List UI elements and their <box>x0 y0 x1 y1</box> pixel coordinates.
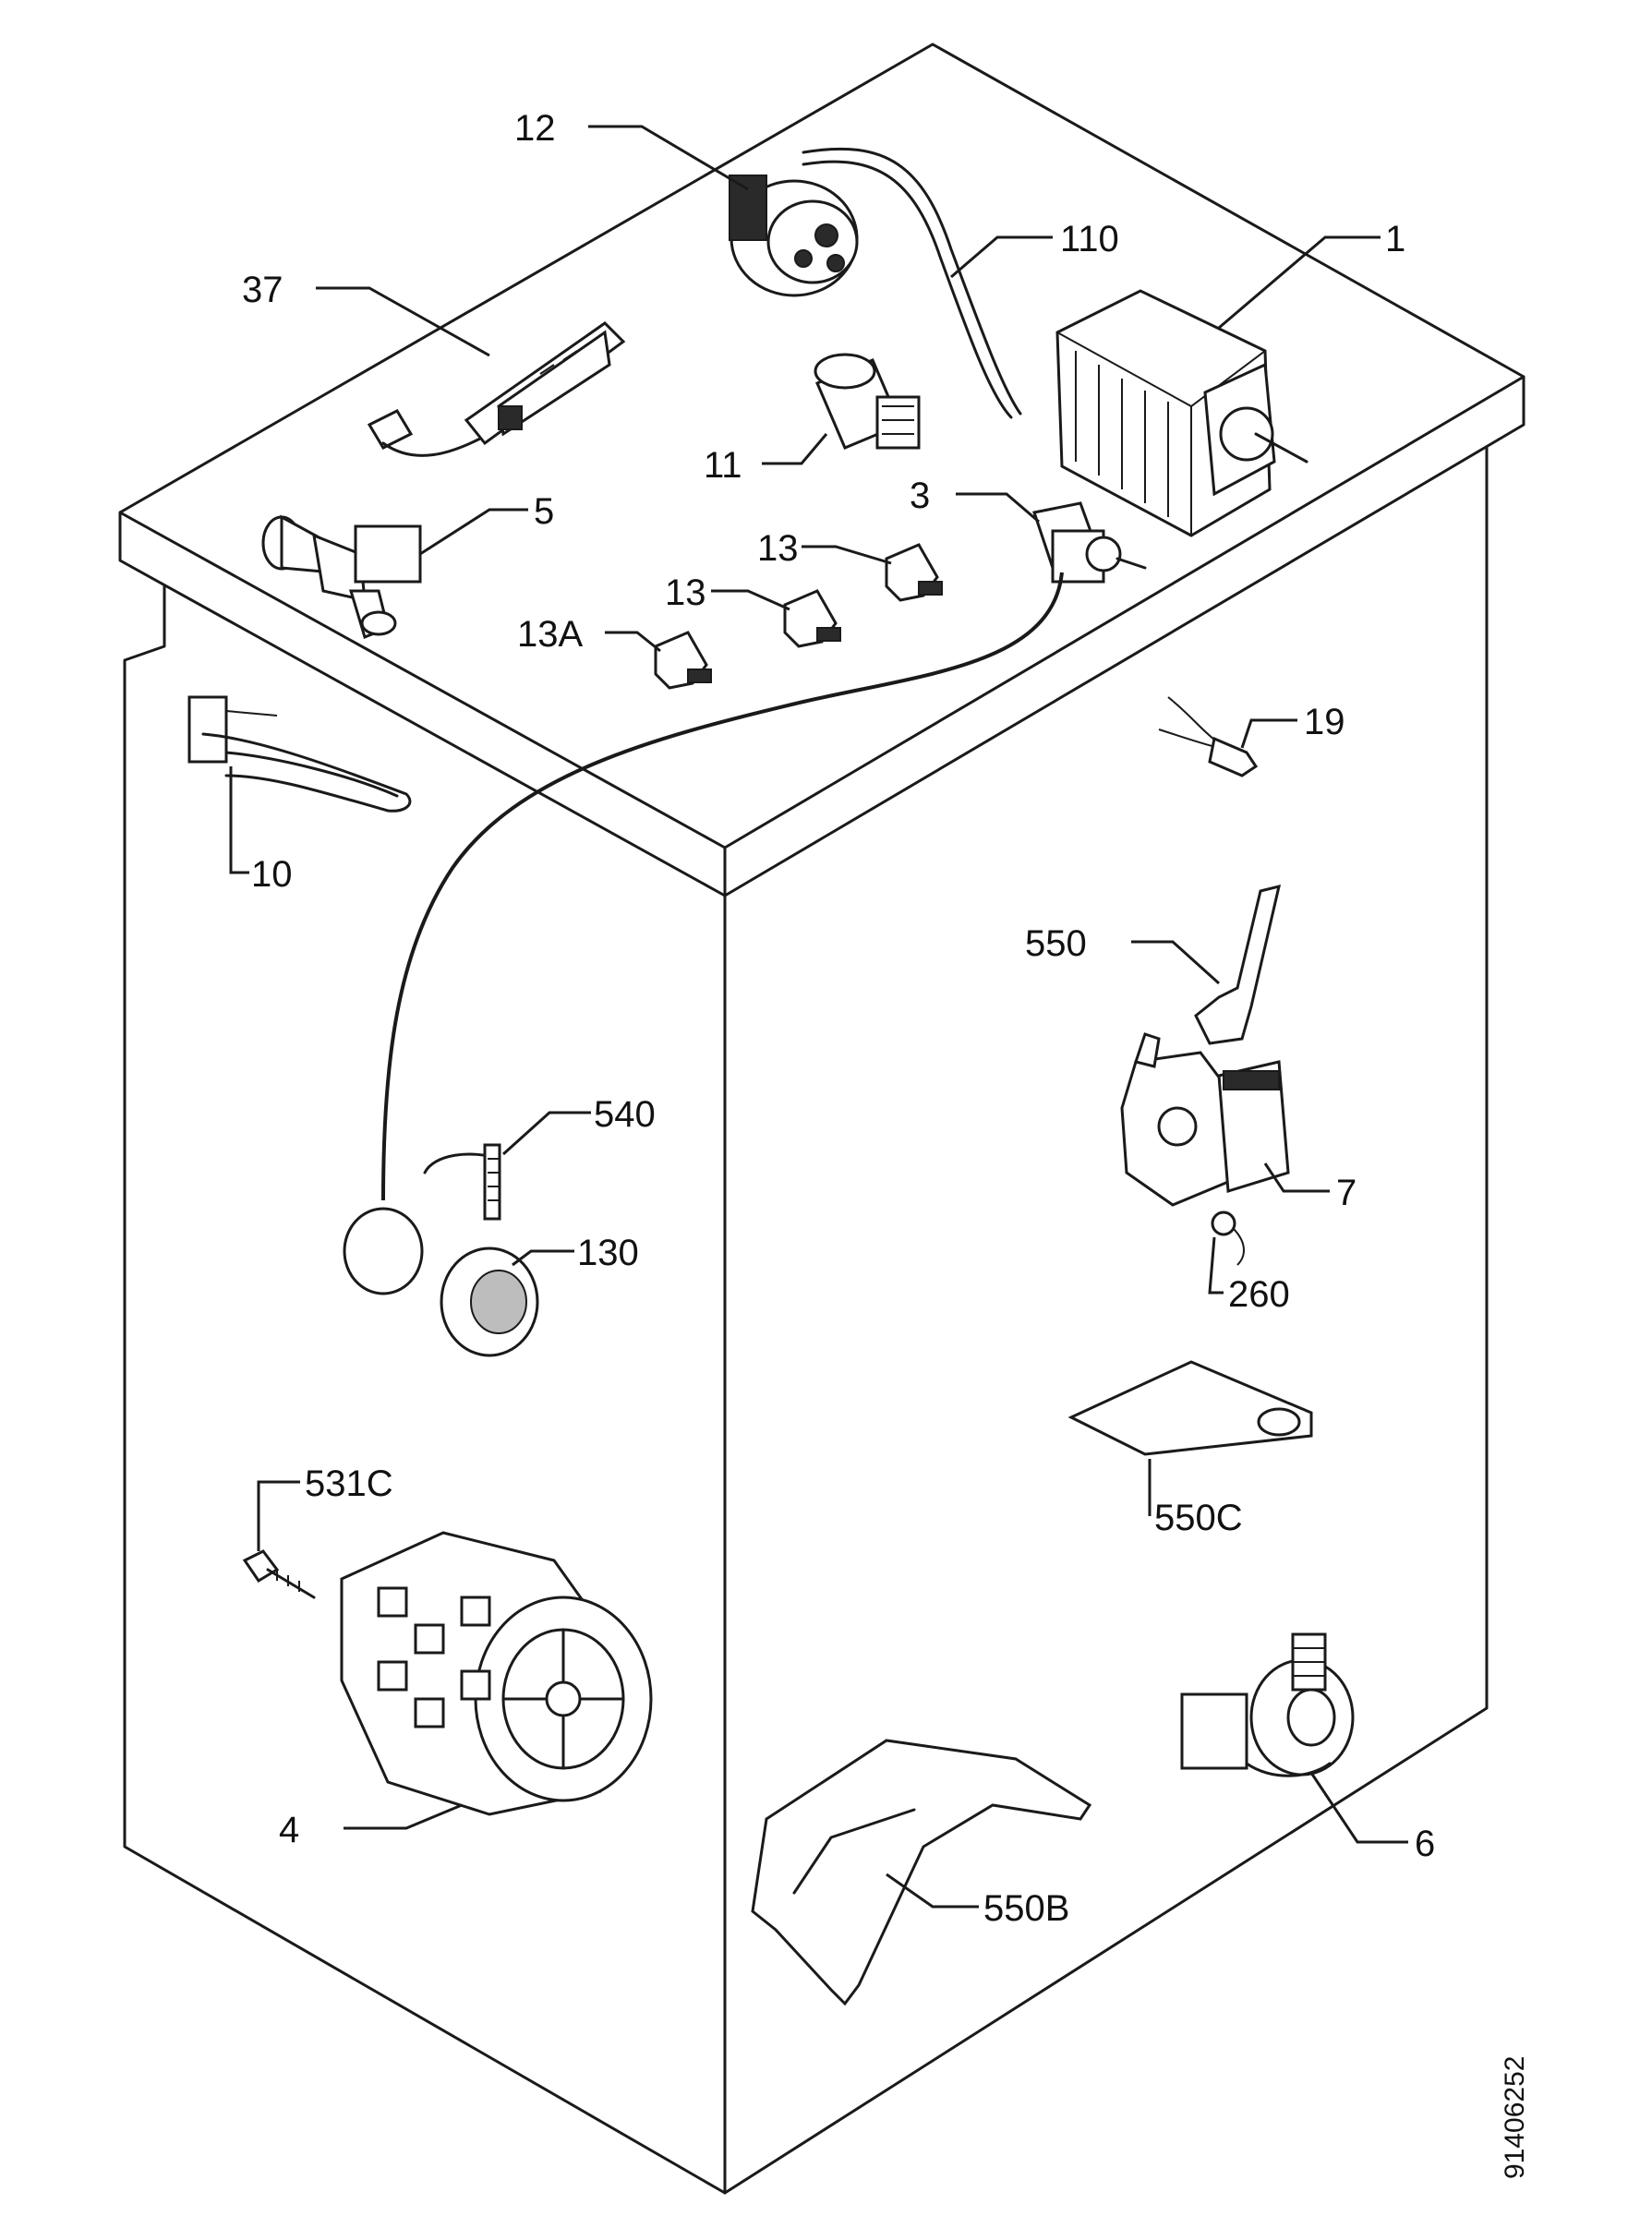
label-1: 1 <box>1385 219 1405 259</box>
part-19-sensor <box>1158 696 1259 777</box>
label-531C: 531C <box>305 1463 393 1504</box>
part-13-connector-b <box>783 589 841 648</box>
label-11: 11 <box>704 445 742 486</box>
part-550-lever <box>1194 884 1282 1045</box>
part-5-inlet-valve <box>261 514 422 640</box>
part-13A-connector <box>654 631 712 690</box>
part-labels: 12 110 1 37 11 5 3 13 13 13A 19 10 550 5… <box>242 108 1530 2179</box>
label-130: 130 <box>577 1233 639 1273</box>
drawing-number: 91406252 <box>1500 2056 1530 2179</box>
part-3-cable <box>381 572 1064 1201</box>
part-12-pressure-switch <box>729 175 859 297</box>
label-10: 10 <box>251 854 293 895</box>
label-110: 110 <box>1060 219 1119 259</box>
part-260-spring <box>1211 1210 1245 1266</box>
label-540: 540 <box>594 1094 656 1135</box>
label-260: 260 <box>1228 1274 1290 1315</box>
part-531C-screw <box>242 1549 316 1599</box>
label-3: 3 <box>910 476 930 516</box>
label-37: 37 <box>242 270 283 310</box>
part-110-hose <box>802 147 1022 416</box>
part-6-drain-pump <box>1180 1632 1355 1777</box>
cable-end-cap <box>343 1207 424 1295</box>
label-550C: 550C <box>1154 1498 1243 1538</box>
part-550C-plate <box>1067 1360 1313 1456</box>
label-4: 4 <box>279 1810 299 1850</box>
label-13A: 13A <box>517 614 583 655</box>
part-13-connector-a <box>885 543 943 602</box>
part-4-motor <box>340 1531 653 1816</box>
label-19: 19 <box>1304 702 1345 742</box>
part-10-heating-element <box>187 695 412 813</box>
part-7-door-lock <box>1120 1032 1290 1207</box>
label-7: 7 <box>1336 1173 1357 1213</box>
label-5: 5 <box>534 491 554 532</box>
part-11-capacitor <box>814 353 921 450</box>
label-550: 550 <box>1025 923 1087 964</box>
part-110-hose-inner <box>802 160 1013 419</box>
label-13-a: 13 <box>757 528 799 569</box>
part-550B-guide <box>751 1739 1092 2006</box>
part-37-interference-board <box>367 321 626 457</box>
label-12: 12 <box>514 108 556 149</box>
cabinet-outline <box>118 42 1525 2195</box>
label-550B: 550B <box>983 1888 1069 1929</box>
label-13-b: 13 <box>665 572 706 613</box>
part-3-switch <box>1032 501 1147 584</box>
part-130-bellows <box>440 1246 539 1357</box>
part-540-clip <box>423 1143 501 1221</box>
label-6: 6 <box>1415 1824 1435 1864</box>
part-1-programmer <box>1055 289 1308 537</box>
leader-lines <box>229 125 1408 1909</box>
